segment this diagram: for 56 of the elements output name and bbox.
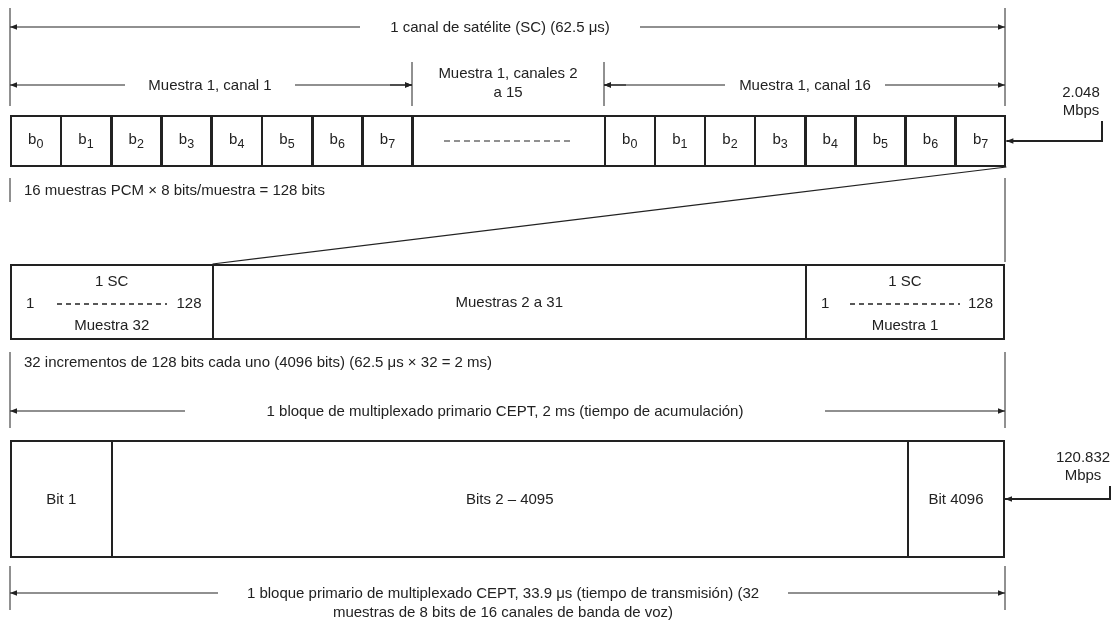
bit-slot bbox=[754, 115, 806, 167]
bit-label: b$_{3}$ bbox=[772, 129, 788, 153]
bit-label: b$_{6}$ bbox=[329, 129, 345, 153]
bit-slot bbox=[361, 115, 414, 167]
bit-label: b$_{7}$ bbox=[973, 129, 989, 153]
bit-label: Bit 1 bbox=[46, 490, 77, 508]
bit-label: b$_{5}$ bbox=[279, 129, 295, 153]
bit-label: b$_{4}$ bbox=[229, 129, 245, 153]
bit-number: 1 bbox=[821, 294, 830, 312]
sample-slot bbox=[10, 264, 214, 340]
bit-rate-label: 120.832 Mbps bbox=[1050, 448, 1116, 486]
bit-label: b$_{3}$ bbox=[178, 129, 195, 153]
bit-number: 1 bbox=[26, 294, 35, 312]
channel-label: 1 SC bbox=[888, 272, 922, 290]
bit-slot bbox=[10, 115, 62, 167]
channels-slot bbox=[412, 115, 606, 167]
bit-slot bbox=[60, 115, 112, 167]
bit-rate-label: 2.048 Mbps bbox=[1052, 83, 1110, 121]
bit-number: 128 bbox=[967, 294, 993, 312]
sample-label: Muestra 32 bbox=[74, 316, 150, 334]
bit-slot bbox=[704, 115, 756, 167]
bit-slot bbox=[110, 115, 162, 167]
bit-slot bbox=[804, 115, 856, 167]
samples-slot bbox=[212, 264, 807, 340]
bit-slot bbox=[654, 115, 706, 167]
bit-slot bbox=[854, 115, 907, 167]
bit-slot bbox=[10, 440, 113, 558]
bit-label: b$_{2}$ bbox=[722, 129, 738, 153]
bit-slot bbox=[311, 115, 363, 167]
bits-slot bbox=[111, 440, 909, 558]
sample-label: Muestra 1 bbox=[871, 316, 939, 334]
bit-slot bbox=[211, 115, 263, 167]
expansion-line bbox=[211, 166, 1007, 265]
bit-number: 128 bbox=[176, 294, 202, 312]
arrow bbox=[1004, 485, 1111, 502]
bit-label: b$_{6}$ bbox=[922, 129, 939, 153]
slot-label: Bits 2 – 4095 bbox=[465, 490, 554, 508]
arrow bbox=[1005, 120, 1103, 144]
bit-slot bbox=[261, 115, 313, 167]
bit-slot bbox=[604, 115, 656, 167]
bit-label: b$_{5}$ bbox=[872, 129, 888, 153]
slot-label: Muestras 2 a 31 bbox=[455, 293, 564, 311]
bit-slot bbox=[954, 115, 1007, 167]
bit-slot bbox=[160, 115, 213, 167]
bit-label: b$_{2}$ bbox=[128, 129, 144, 153]
bit-label: b$_{4}$ bbox=[822, 129, 838, 153]
channel-label: 1 SC bbox=[95, 272, 129, 290]
bit-slot bbox=[904, 115, 957, 167]
bit-label: Bit 4096 bbox=[928, 490, 984, 508]
bit-label: b$_{1}$ bbox=[672, 129, 688, 153]
sample-slot bbox=[805, 264, 1005, 340]
bit-label: b$_{0}$ bbox=[622, 129, 638, 153]
bit-label: b$_{7}$ bbox=[379, 129, 396, 153]
bit-label: b$_{0}$ bbox=[28, 129, 44, 153]
bit-label: b$_{1}$ bbox=[78, 129, 94, 153]
bit-slot bbox=[907, 440, 1005, 558]
